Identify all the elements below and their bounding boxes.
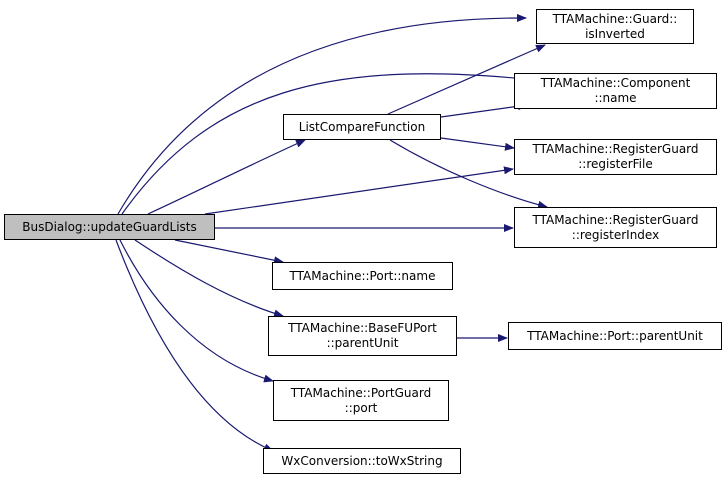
node-label: TTAMachine::Port::parentUnit	[527, 328, 703, 343]
node-portguard-port[interactable]: TTAMachine::PortGuard ::port	[273, 380, 449, 421]
node-label: ListCompareFunction	[298, 119, 426, 134]
node-label-line2: ::port	[344, 400, 378, 415]
edge-root-to-registerfile	[204, 166, 514, 215]
node-label-line1: TTAMachine::BaseFUPort	[288, 321, 437, 335]
edge-root-to-port-name	[174, 239, 284, 265]
node-basefuport-parentunit[interactable]: TTAMachine::BaseFUPort ::parentUnit	[268, 316, 457, 356]
node-port-name[interactable]: TTAMachine::Port::name	[272, 262, 453, 290]
edge-listcompare-to-registerfile	[440, 137, 515, 151]
node-label: WxConversion::toWxString	[281, 453, 443, 468]
node-busdialog-updateguardlists[interactable]: BusDialog::updateGuardLists	[4, 214, 215, 240]
edge-root-to-wxconversion	[115, 239, 274, 452]
node-label: BusDialog::updateGuardLists	[22, 219, 197, 234]
node-port-parentunit[interactable]: TTAMachine::Port::parentUnit	[508, 322, 722, 350]
node-registerguard-registerfile[interactable]: TTAMachine::RegisterGuard ::registerFile	[514, 139, 717, 175]
node-label-line2: isInverted	[585, 26, 645, 41]
node-wxconversion-towxstring[interactable]: WxConversion::toWxString	[263, 448, 461, 474]
edge-listcompare-to-isinverted	[387, 44, 546, 115]
node-component-name[interactable]: TTAMachine::Component ::name	[514, 73, 717, 109]
node-label-line1: TTAMachine::RegisterGuard	[532, 212, 699, 227]
edge-root-to-portguard	[119, 239, 274, 383]
edge-root-to-isinverted	[117, 13, 527, 215]
node-label-line1: TTAMachine::Component	[540, 76, 691, 90]
edge-root-to-component-name	[121, 73, 526, 215]
node-label-line1: TTAMachine::Guard::	[552, 11, 678, 26]
node-listcomparefunction[interactable]: ListCompareFunction	[283, 114, 441, 140]
node-label-line2: ::parentUnit	[326, 336, 399, 350]
edge-root-to-basefuport	[134, 239, 284, 318]
node-label-line2: ::registerFile	[578, 157, 653, 171]
node-label-line2: ::name	[594, 91, 637, 105]
node-label-line1: TTAMachine::RegisterGuard	[532, 142, 699, 156]
node-registerguard-registerindex[interactable]: TTAMachine::RegisterGuard ::registerInde…	[514, 207, 717, 248]
edge-listcompare-to-registerindex	[389, 139, 548, 209]
node-label-line1: TTAMachine::PortGuard	[290, 385, 432, 400]
node-label: TTAMachine::Port::name	[289, 268, 436, 283]
node-label-line2: ::registerIndex	[571, 227, 660, 242]
edge-listcompare-to-component-name	[440, 102, 528, 118]
node-guard-isinverted[interactable]: TTAMachine::Guard:: isInverted	[536, 9, 694, 44]
edge-root-to-listcompare	[147, 139, 306, 215]
